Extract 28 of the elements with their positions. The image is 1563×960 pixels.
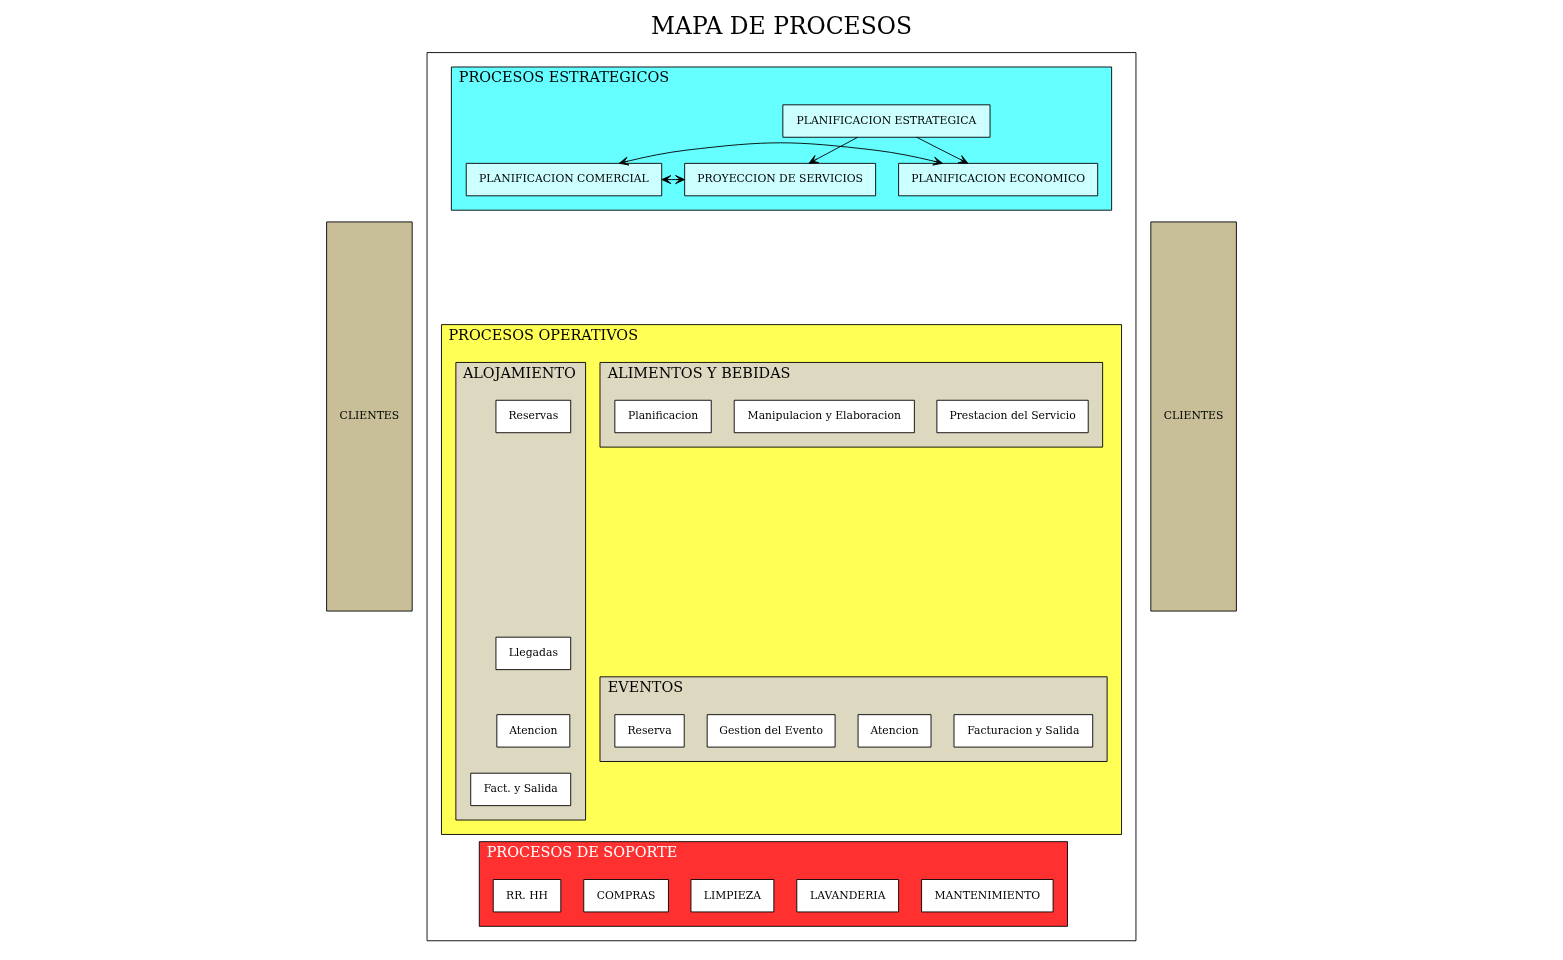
- node-box: Prestacion del Servicio: [936, 399, 1089, 434]
- node-box: PLANIFICACION ECONOMICO: [898, 162, 1099, 197]
- node-box: Manipulacion y Elaboracion: [733, 399, 915, 434]
- arrow: [916, 136, 969, 164]
- diagram-title: MAPA DE PROCESOS: [651, 12, 912, 41]
- node-box: MANTENIMIENTO: [921, 879, 1054, 913]
- node-box: RR. HH: [492, 879, 562, 913]
- node-box: Atencion: [857, 714, 932, 748]
- node-box: CLIENTES: [326, 221, 413, 612]
- node-box: CLIENTES: [1150, 221, 1237, 612]
- node-box: Planificacion: [614, 399, 712, 434]
- arrow: [618, 142, 943, 166]
- node-box: Facturacion y Salida: [953, 714, 1094, 748]
- node-box: Llegadas: [495, 636, 572, 671]
- node-box: COMPRAS: [583, 879, 669, 913]
- node-box: PLANIFICACION ESTRATEGICA: [782, 104, 991, 138]
- arrow: [808, 136, 859, 164]
- node-box: Atencion: [496, 714, 571, 748]
- node-box: PLANIFICACION COMERCIAL: [465, 162, 663, 197]
- node-box: Gestion del Evento: [706, 714, 836, 748]
- node-box: LIMPIEZA: [690, 879, 775, 913]
- node-box: Fact. y Salida: [470, 772, 572, 807]
- node-box: Reservas: [495, 399, 572, 434]
- cluster: [426, 52, 1137, 942]
- node-box: Reserva: [614, 714, 685, 748]
- arrow: [661, 175, 685, 185]
- node-box: PROYECCION DE SERVICIOS: [684, 162, 877, 197]
- node-box: LAVANDERIA: [796, 879, 900, 913]
